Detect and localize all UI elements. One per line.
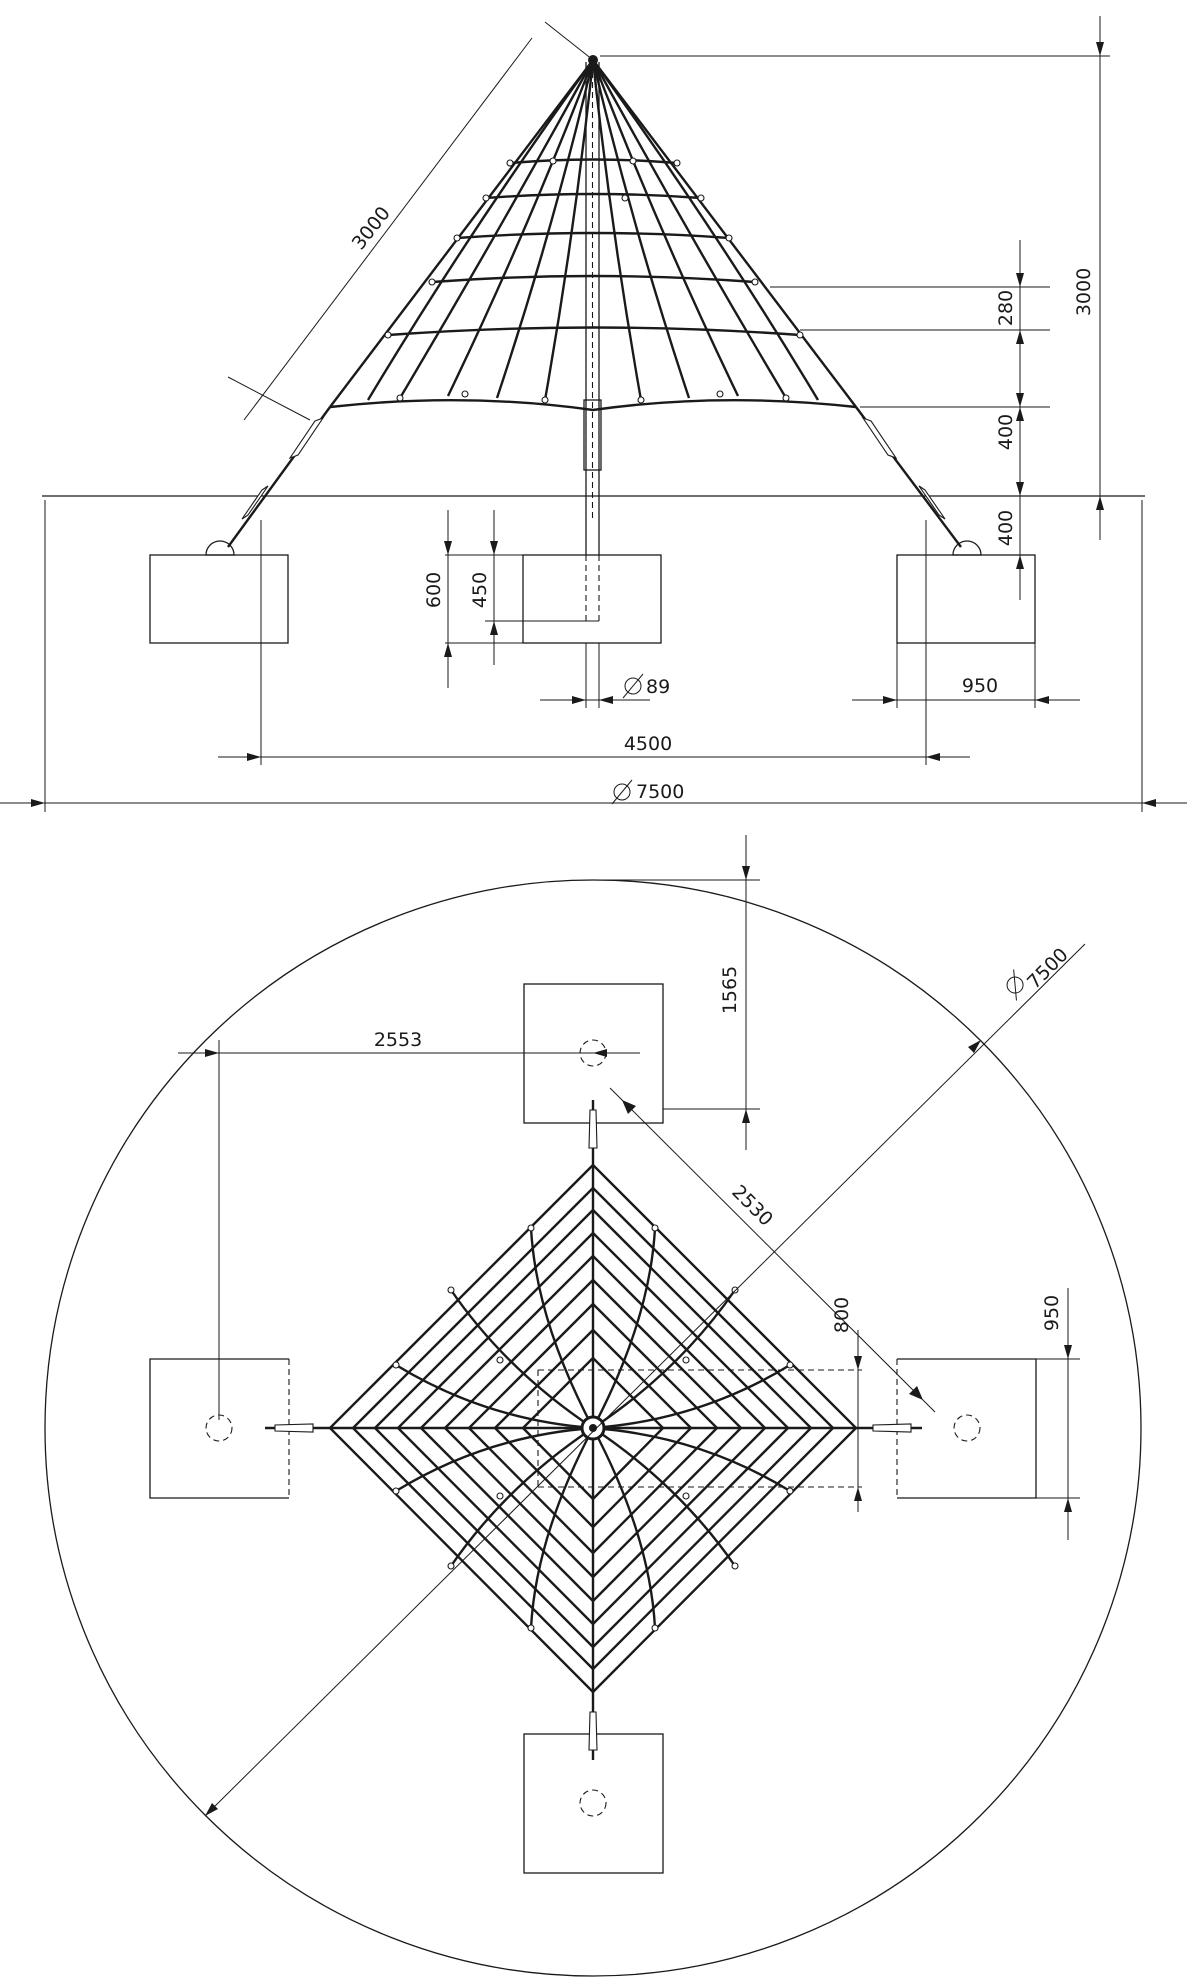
post-embed-depth-label: 450 <box>469 572 491 608</box>
diameter-symbol-icon <box>622 673 644 699</box>
diagonal-label: 2530 <box>727 1181 777 1231</box>
dim-net-offset: 800 <box>831 1297 862 1512</box>
net-offset-lines <box>537 1369 862 1488</box>
dim-safety-zone-plan: 7500 <box>204 943 1086 1817</box>
climbing-net-elevation <box>329 55 857 412</box>
offset-left-label: 2553 <box>374 1029 422 1051</box>
ground-clearance-label: 400 <box>995 510 1017 546</box>
dim-diagonal: 2530 <box>609 1087 936 1413</box>
diameter-symbol-icon <box>611 779 633 805</box>
dim-total-height: 3000 <box>600 16 1110 540</box>
dim-net-spacing: 280 400 400 <box>770 240 1050 600</box>
climbing-net-plan <box>328 1163 858 1694</box>
central-post <box>583 62 602 622</box>
dim-offset-top: 1565 <box>593 835 760 1150</box>
net-offset-label: 800 <box>831 1297 853 1333</box>
safety-zone-elevation-label: 7500 <box>636 781 684 803</box>
plan-view: 1565 2553 2530 800 <box>44 835 1142 1977</box>
anchor-span-label: 4500 <box>624 733 672 755</box>
foundation-left <box>149 554 289 644</box>
total-height-label: 3000 <box>1073 268 1095 316</box>
net-spacing-mid-label: 400 <box>995 414 1017 450</box>
anchor-left <box>205 540 235 556</box>
dim-slant-length: 3000 <box>227 21 594 421</box>
outer-ropes <box>227 59 962 548</box>
dim-foundation-size: 950 <box>1036 1288 1080 1540</box>
diameter-symbol-icon <box>1006 969 1024 1001</box>
rope-tensioners <box>241 416 946 520</box>
post-diameter-label: 89 <box>646 676 670 698</box>
offset-top-label: 1565 <box>719 966 741 1014</box>
dim-post-diameter: 89 <box>540 643 670 708</box>
foundation-depth-label: 600 <box>423 572 445 608</box>
plan-net-knots <box>392 1224 794 1632</box>
net-spacing-top-label: 280 <box>995 290 1017 326</box>
foundation-right <box>896 554 1036 644</box>
plan-tensioners <box>265 1100 922 1760</box>
slant-length-label: 3000 <box>348 202 395 254</box>
dim-anchor-span: 4500 <box>218 520 970 765</box>
elevation-view: 3000 3000 280 400 400 <box>0 16 1187 812</box>
foundation-width-label: 950 <box>962 675 998 697</box>
foundation-center <box>522 554 662 644</box>
safety-zone-plan-label: 7500 <box>1023 944 1073 994</box>
dim-safety-zone-elevation: 7500 <box>0 500 1187 812</box>
foundation-right-plan <box>896 1358 1037 1499</box>
dim-foundation-width: 950 <box>852 643 1080 708</box>
dim-foundation-depth: 600 450 <box>423 510 586 688</box>
anchor-right <box>952 540 982 556</box>
dim-offset-left: 2553 <box>178 1029 640 1420</box>
foundation-size-label: 950 <box>1041 1295 1063 1331</box>
